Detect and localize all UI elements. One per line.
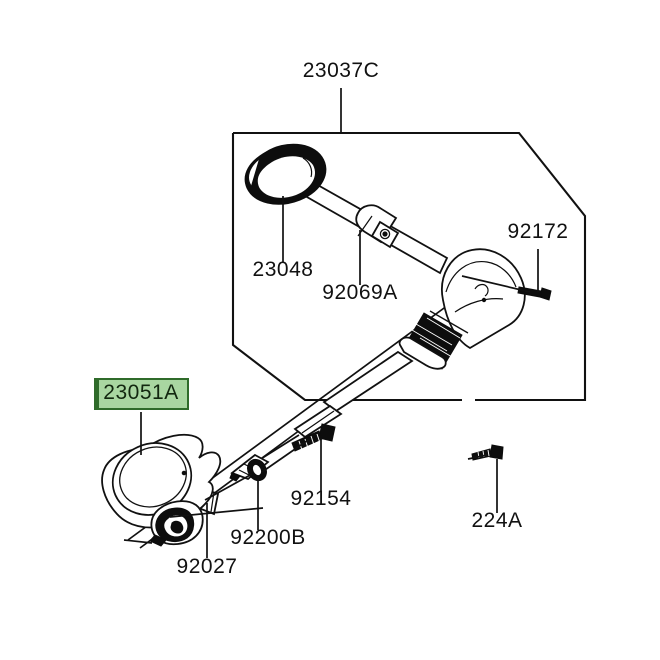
cable-wire bbox=[255, 434, 300, 463]
lug-insert-core bbox=[170, 520, 184, 534]
callout-92154-to-shaft bbox=[261, 437, 312, 473]
callout-224a-to-body bbox=[467, 454, 488, 460]
label-23051a-highlight-box[interactable] bbox=[94, 378, 189, 410]
screw-224a-head bbox=[489, 444, 504, 460]
o-ring-edge-highlight bbox=[302, 157, 313, 178]
cable-end-fitting bbox=[355, 204, 400, 249]
knurl-ridge-1 bbox=[429, 310, 469, 334]
screw-92172-head bbox=[539, 287, 552, 301]
throttle-housing bbox=[101, 434, 222, 547]
label-23048: 23048 bbox=[253, 258, 314, 281]
label-224a: 224A bbox=[471, 509, 522, 532]
fitting-hole-center bbox=[382, 231, 388, 237]
throttle-head-seam bbox=[454, 298, 504, 313]
callout-92027-to-lug bbox=[169, 507, 264, 518]
o-ring-band-left bbox=[247, 158, 260, 187]
group-bracket-23037c bbox=[231, 131, 587, 402]
callout-lines bbox=[169, 275, 531, 518]
label-23037c: 23037C bbox=[303, 59, 380, 82]
inner-shaft bbox=[322, 350, 414, 413]
label-leader-lines bbox=[140, 88, 539, 558]
label-92154: 92154 bbox=[291, 487, 352, 510]
label-92172: 92172 bbox=[508, 220, 569, 243]
shaft-groove bbox=[301, 410, 335, 434]
terminal-tip bbox=[229, 472, 241, 482]
callout-92172-to-body bbox=[461, 275, 531, 293]
flange-ring bbox=[398, 336, 447, 370]
label-92069a: 92069A bbox=[322, 281, 397, 304]
o-ring-inner-hole bbox=[257, 156, 316, 198]
label-92027: 92027 bbox=[177, 555, 238, 578]
throttle-head-detail-arc bbox=[474, 283, 489, 297]
housing-detail-dot bbox=[181, 470, 187, 476]
washer bbox=[247, 458, 267, 482]
callout-92200b-to-housing bbox=[204, 473, 253, 501]
tapping-screw bbox=[471, 444, 504, 461]
lug-nub bbox=[149, 534, 167, 547]
label-23051a-highlight-edge bbox=[94, 378, 99, 410]
label-23051a[interactable]: 23051A bbox=[103, 381, 178, 404]
lug-wire bbox=[123, 539, 153, 544]
throttle-head-dot bbox=[481, 297, 487, 303]
washer-hole bbox=[252, 464, 262, 476]
o-ring-seal bbox=[244, 143, 327, 205]
part-labels: 23037C 23048 92069A 92172 23051A 92027 92200B 9… bbox=[94, 59, 568, 578]
label-92200b: 92200B bbox=[230, 526, 305, 549]
throttle-head-contour bbox=[445, 261, 517, 293]
